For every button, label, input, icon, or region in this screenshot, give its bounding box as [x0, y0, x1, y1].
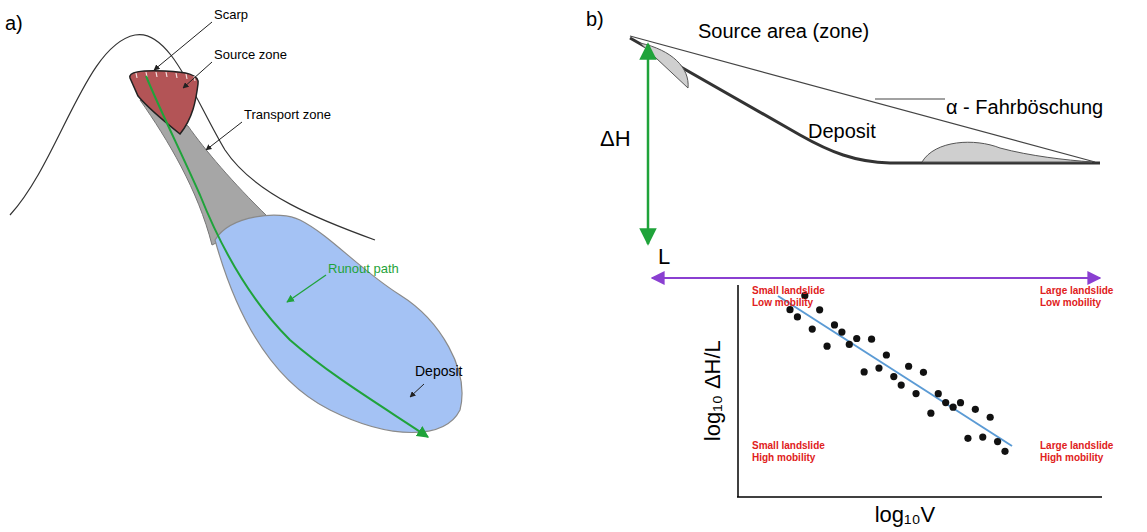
dimension: ΔH	[600, 126, 631, 151]
part-name: Scarp	[214, 8, 248, 23]
deposit-lens	[922, 142, 1092, 162]
angle-label: α - Fahrböschung	[946, 96, 1103, 119]
part-name: Source area (zone)	[698, 20, 869, 43]
reference-line	[875, 98, 945, 99]
quadrant-note: Small landslide High mobility	[752, 440, 842, 463]
part-name: Transport zone	[244, 108, 331, 123]
deposit-area: Deposit	[205, 200, 480, 450]
leader-line	[183, 62, 212, 88]
y-axis	[737, 285, 739, 497]
height-arrow	[647, 44, 650, 244]
part-name: Deposit	[808, 120, 876, 143]
scarp-marks	[136, 72, 195, 81]
quadrant-note: Large landslide Low mobility	[1040, 285, 1130, 308]
leader-line	[206, 122, 242, 150]
deposit-label: Deposit	[415, 363, 462, 379]
panel-letter: a)	[5, 12, 23, 35]
panel-letter: b)	[586, 8, 604, 31]
dimension: L	[658, 244, 670, 269]
axis-title: log₁₀ ΔH/L	[699, 341, 724, 442]
source-zone	[130, 71, 198, 134]
part-name: Runout path	[328, 262, 399, 277]
axis-title: log₁₀V	[875, 502, 936, 527]
scatter-points	[786, 292, 1008, 455]
length-arrow	[652, 277, 1100, 279]
quadrant-note: Large landslide High mobility	[1040, 440, 1130, 463]
part-name: Source zone	[214, 48, 287, 63]
leader-line	[154, 22, 212, 70]
x-axis	[737, 496, 1102, 498]
quadrant-note: Small landslide Low mobility	[752, 285, 842, 308]
fit-line	[778, 296, 1012, 446]
deposit-outline	[205, 200, 480, 450]
